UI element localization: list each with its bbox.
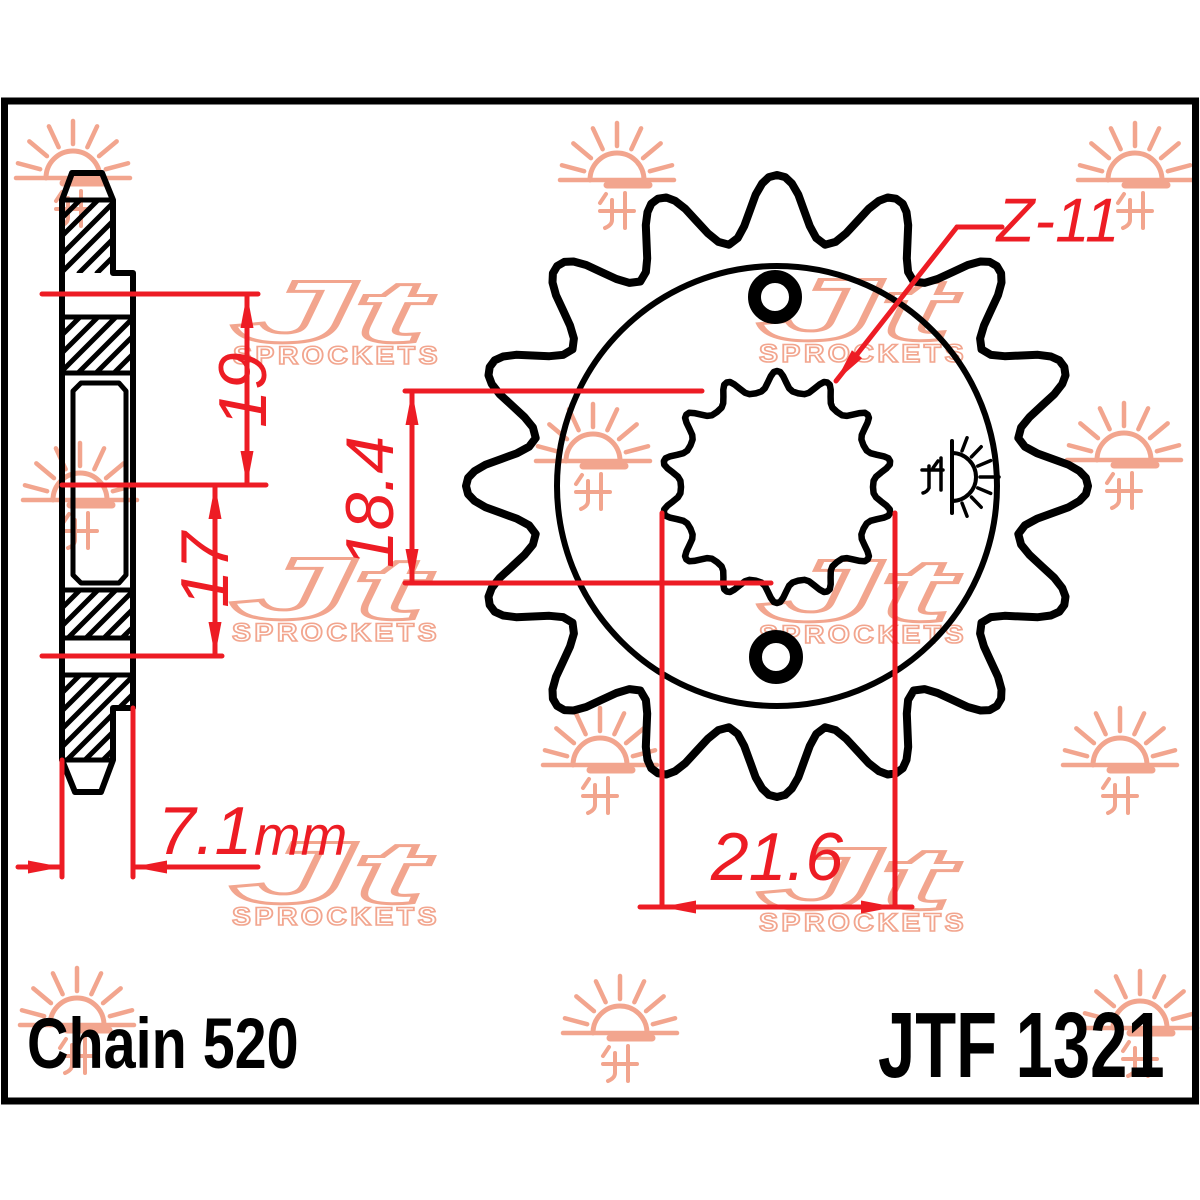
drawing-frame — [1, 97, 1199, 1105]
chain-size-label: Chain 520 — [27, 1004, 299, 1083]
watermark-sprockets-text: SPROCKETS — [233, 342, 441, 370]
watermark-jt-letters: Jt — [757, 829, 961, 928]
watermark-sprockets-text: SPROCKETS — [232, 903, 440, 931]
watermark-sun-icon — [13, 118, 133, 228]
sprocket-teeth-outline — [462, 171, 1092, 801]
watermark-jt-letters: Jt — [230, 823, 434, 922]
spline-bore-outline — [660, 367, 894, 607]
dimension-19-label: 19 — [205, 352, 281, 428]
hatch-fill — [62, 590, 133, 638]
watermark-sprockets-text: SPROCKETS — [232, 619, 440, 647]
dimension-layer — [15, 224, 1005, 914]
watermark-sun-icon — [17, 965, 137, 1075]
watermark-sun-icon — [557, 120, 677, 230]
dimension-21-6-label: 21.6 — [710, 819, 844, 895]
watermark-sun-icon — [1080, 968, 1200, 1078]
part-number-label: JTF 1321 — [878, 994, 1165, 1097]
watermark-sun-icon — [533, 401, 653, 511]
watermark-jt-letters: Jt — [230, 539, 434, 638]
bolt-hole-top — [748, 270, 802, 324]
watermark-sprockets-text: SPROCKETS — [759, 909, 967, 937]
hatch-fill — [62, 200, 113, 273]
ink-layer — [59, 170, 1092, 801]
hatch-fill — [62, 317, 133, 373]
side-view-cross-section — [59, 170, 136, 795]
dimension-17-label: 17 — [167, 530, 243, 608]
dimension-18-4-label: 18.4 — [332, 436, 408, 568]
part-number-label-wrap: JTF 1321 — [878, 994, 1165, 1097]
watermark-jt-letters: Jt — [231, 262, 435, 361]
dimension-unit-label: mm — [254, 804, 347, 867]
watermark-sun-icon — [1064, 400, 1184, 510]
watermark-sun-icon — [560, 973, 680, 1083]
chain-size-label-wrap: Chain 520 — [27, 1004, 299, 1083]
watermark-sun-icon — [540, 705, 660, 815]
plate-inner-circle — [554, 263, 1000, 709]
watermark-sprockets-text: SPROCKETS — [759, 340, 967, 368]
watermark-sun-icon — [1060, 705, 1180, 815]
dimension-lines — [15, 224, 1005, 910]
teeth-count-label: Z-11 — [995, 187, 1120, 256]
bolt-hole-bottom — [749, 630, 803, 684]
front-view — [462, 171, 1092, 801]
spline-bore-section — [70, 380, 129, 586]
watermark-layer: JtSPROCKETSJtSPROCKETSJtSPROCKETSJtSPROC… — [13, 118, 1200, 1083]
jt-sun-stamp-icon — [920, 436, 1001, 518]
dimension-arrowheads — [28, 294, 895, 914]
dimension-7-1-label: 7.1 — [158, 793, 253, 869]
watermark-sun-icon — [1075, 120, 1195, 230]
